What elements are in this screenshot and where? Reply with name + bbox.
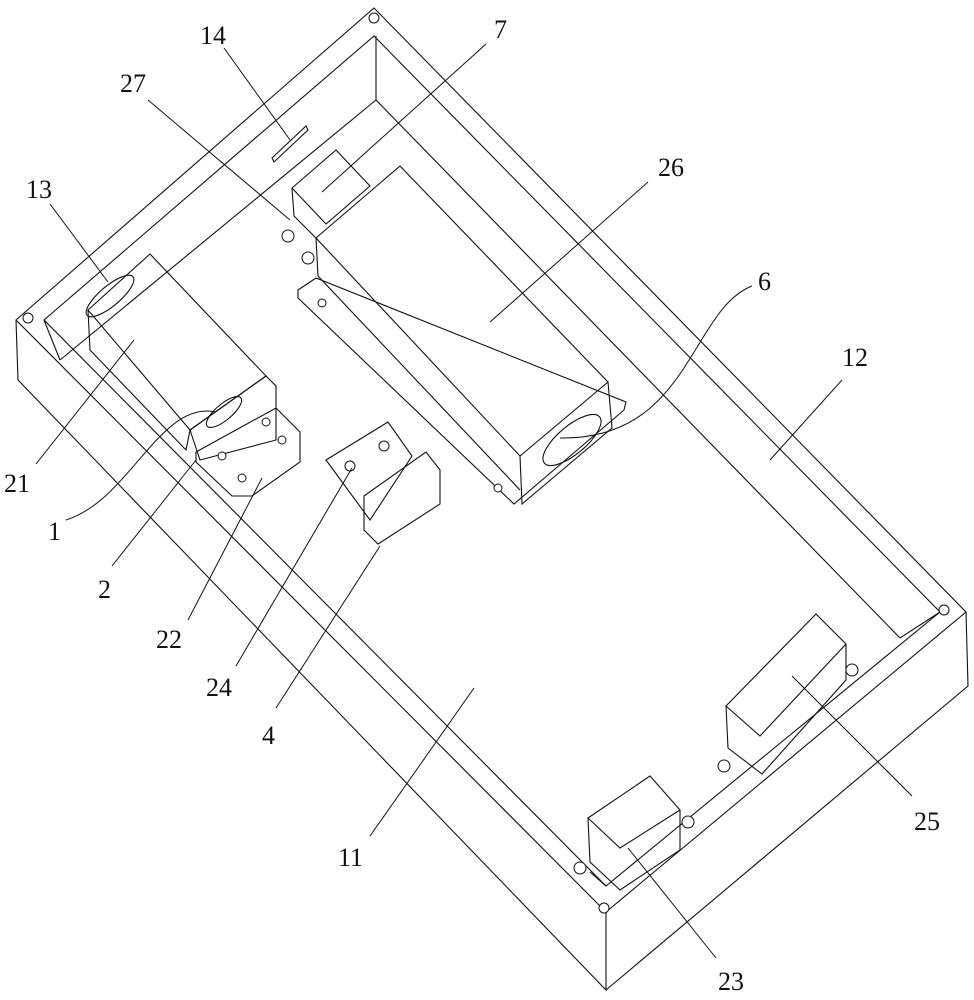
label-2: 2	[98, 575, 111, 604]
label-24: 24	[206, 673, 232, 702]
label-6: 6	[758, 267, 771, 296]
label-26: 26	[658, 153, 684, 182]
label-23: 23	[718, 967, 744, 996]
leader-lines	[35, 43, 913, 959]
component-21	[85, 253, 277, 461]
component-26	[281, 149, 627, 506]
label-27: 27	[120, 69, 146, 98]
label-21: 21	[4, 469, 30, 498]
label-22: 22	[156, 625, 182, 654]
label-12: 12	[842, 343, 868, 372]
component-25	[717, 613, 859, 775]
label-25: 25	[914, 807, 940, 836]
label-1: 1	[48, 517, 61, 546]
housing-base-11	[15, 7, 969, 992]
plate-22	[195, 407, 301, 497]
label-11: 11	[338, 843, 363, 872]
label-13: 13	[26, 175, 52, 204]
component-23	[573, 775, 695, 891]
label-14: 14	[200, 21, 226, 50]
label-7: 7	[494, 15, 507, 44]
label-4: 4	[262, 721, 275, 750]
reference-numerals: 14 7 27 26 13 6 12 21 1 2 22 24 4 11 25 …	[4, 15, 940, 996]
